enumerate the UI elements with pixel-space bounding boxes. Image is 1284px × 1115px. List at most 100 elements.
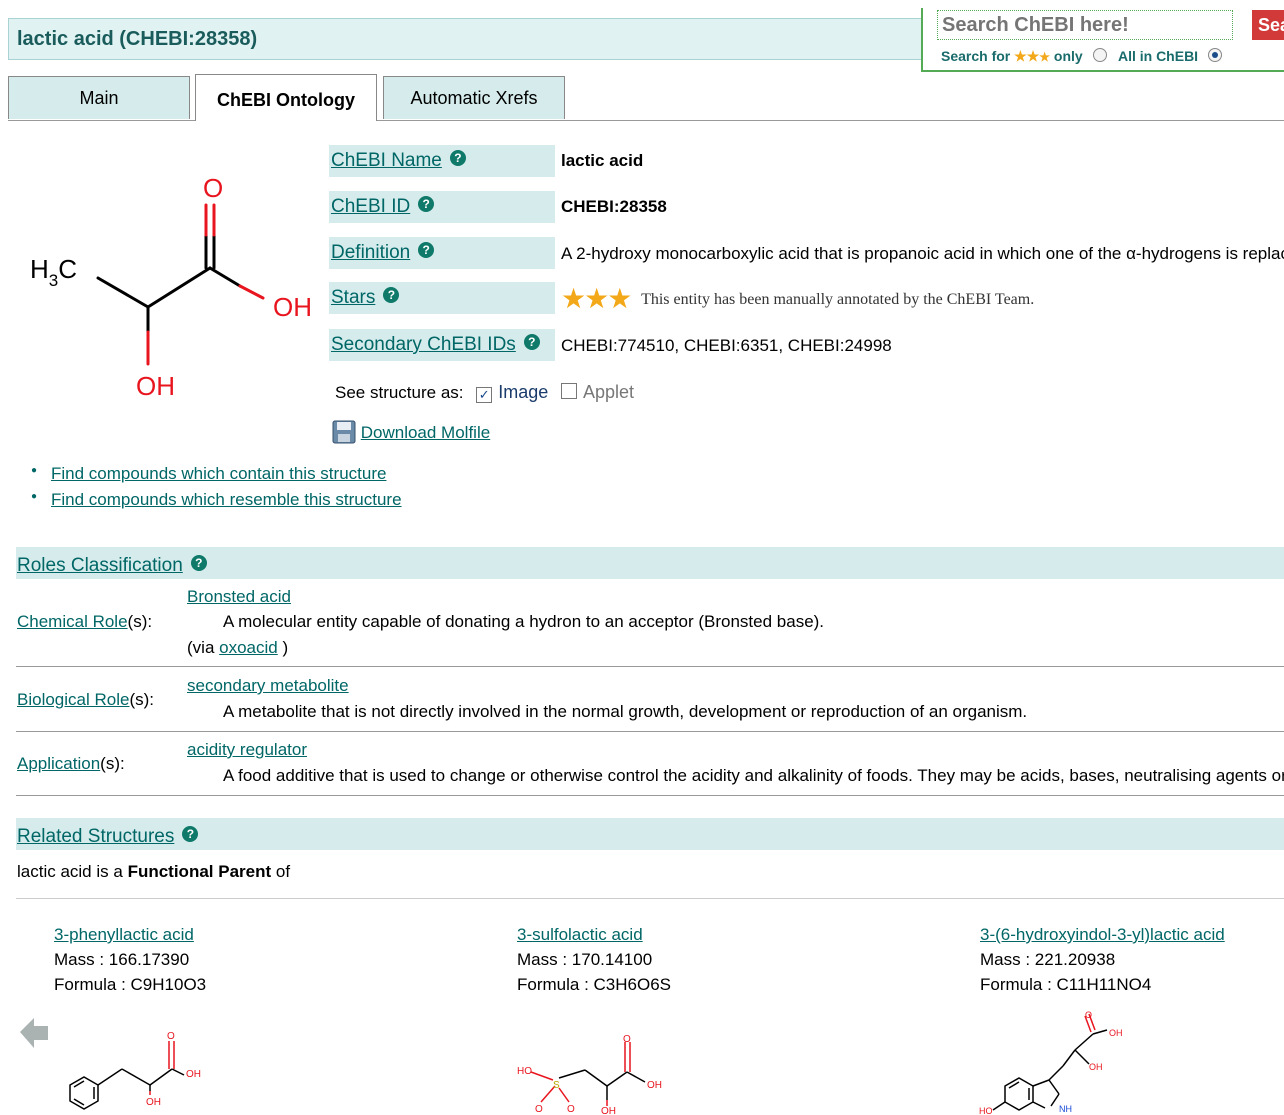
- relation-type: Functional Parent: [127, 862, 272, 881]
- help-icon[interactable]: ?: [418, 242, 435, 258]
- help-icon[interactable]: ?: [383, 287, 400, 303]
- radio-all-in-chebi[interactable]: [1207, 48, 1222, 62]
- divider: [16, 731, 1284, 732]
- stars-value: ★★★ This entity has been manually annota…: [561, 282, 1034, 315]
- svg-text:HO: HO: [517, 1066, 532, 1077]
- secondary-ids-value: CHEBI:774510, CHEBI:6351, CHEBI:24998: [561, 336, 892, 355]
- secondary-ids-link[interactable]: Secondary ChEBI IDs: [331, 334, 516, 355]
- three-star-icon: ★★★: [1014, 48, 1051, 64]
- stars-text: This entity has been manually annotated …: [641, 291, 1035, 308]
- download-molfile[interactable]: Download Molfile: [332, 420, 490, 444]
- related-structure-thumbnail[interactable]: O OH OH HO NH: [975, 1010, 1145, 1115]
- tab-bar: Main ChEBI Ontology Automatic Xrefs: [8, 74, 1284, 121]
- related-heading-link[interactable]: Related Structures: [17, 826, 175, 847]
- chebi-name-label: ChEBI Name?: [329, 145, 555, 177]
- tab-main[interactable]: Main: [8, 76, 190, 119]
- role-suffix: (s):: [100, 754, 125, 773]
- see-structure-label: See structure as:: [335, 383, 464, 402]
- applet-checkbox[interactable]: [561, 383, 578, 399]
- chebi-id-link[interactable]: ChEBI ID: [331, 196, 411, 217]
- role-suffix: (s):: [129, 690, 154, 709]
- applet-option-label: Applet: [583, 382, 635, 402]
- definition-label: Definition?: [329, 237, 555, 269]
- chemical-role-link[interactable]: Chemical Role: [17, 612, 128, 631]
- image-checkbox[interactable]: ✓: [476, 387, 493, 403]
- stars-link[interactable]: Stars: [331, 287, 376, 308]
- svg-text:OH: OH: [647, 1080, 662, 1091]
- help-icon[interactable]: ?: [523, 334, 540, 350]
- related-item-link[interactable]: 3-sulfolactic acid: [517, 925, 643, 944]
- tab-automatic-xrefs[interactable]: Automatic Xrefs: [383, 76, 565, 119]
- carousel-prev-arrow-icon[interactable]: [20, 1016, 50, 1050]
- see-structure-row: See structure as: ✓ Image Applet: [335, 382, 634, 403]
- related-item-link[interactable]: 3-phenyllactic acid: [54, 925, 194, 944]
- atom-label-oh-right: OH: [273, 292, 312, 322]
- roles-heading-link[interactable]: Roles Classification: [17, 555, 183, 576]
- find-resemble-link[interactable]: Find compounds which resemble this struc…: [31, 490, 402, 510]
- structure-image: O OH OH H3C: [30, 173, 312, 401]
- svg-text:O: O: [623, 1034, 631, 1045]
- radio-three-star-only[interactable]: [1092, 48, 1107, 62]
- related-item: 3-phenyllactic acid Mass : 166.17390 For…: [54, 922, 206, 997]
- search-filter-prefix: Search for: [941, 48, 1011, 64]
- chebi-id-label: ChEBI ID?: [329, 191, 555, 223]
- related-item-formula: Formula : C11H11NO4: [980, 975, 1152, 994]
- svg-text:OH: OH: [186, 1069, 201, 1080]
- related-item-formula: Formula : C3H6O6S: [517, 975, 672, 994]
- definition-link[interactable]: Definition: [331, 242, 411, 263]
- divider: [16, 898, 1284, 899]
- search-input[interactable]: [937, 10, 1233, 40]
- help-icon[interactable]: ?: [190, 555, 207, 571]
- help-icon[interactable]: ?: [449, 150, 466, 166]
- via-oxoacid-link[interactable]: oxoacid: [219, 638, 278, 657]
- svg-text:O: O: [567, 1104, 575, 1115]
- role-definition: A metabolite that is not directly involv…: [223, 702, 1028, 721]
- related-item-link[interactable]: 3-(6-hydroxyindol-3-yl)lactic acid: [980, 925, 1225, 944]
- help-icon[interactable]: ?: [418, 196, 435, 212]
- related-structure-thumbnail[interactable]: O OH OH: [60, 1025, 220, 1115]
- search-filter-suffix: only: [1053, 48, 1083, 64]
- related-item: 3-(6-hydroxyindol-3-yl)lactic acid Mass …: [980, 922, 1225, 997]
- divider: [16, 795, 1284, 796]
- definition-value: A 2-hydroxy monocarboxylic acid that is …: [561, 244, 1284, 263]
- chebi-name-link[interactable]: ChEBI Name: [331, 150, 442, 171]
- related-section-header: Related Structures?: [16, 818, 1284, 850]
- floppy-disk-icon: [332, 420, 356, 444]
- svg-text:HO: HO: [979, 1106, 993, 1115]
- related-item-mass: Mass : 170.14100: [517, 950, 653, 969]
- role-term-secondary-metabolite[interactable]: secondary metabolite: [187, 676, 349, 695]
- find-contain-link[interactable]: Find compounds which contain this struct…: [31, 464, 386, 484]
- related-item-formula: Formula : C9H10O3: [54, 975, 207, 994]
- tab-chebi-ontology[interactable]: ChEBI Ontology: [195, 74, 377, 121]
- biological-role-label: Biological Role(s):: [17, 690, 154, 710]
- roles-section-header: Roles Classification?: [16, 547, 1284, 579]
- star-icon: ★: [584, 283, 609, 314]
- role-term-bronsted-acid[interactable]: Bronsted acid: [187, 587, 291, 606]
- atom-label-o-top: O: [203, 173, 223, 203]
- atom-label-h3c: H3C: [30, 254, 77, 290]
- star-icon: ★: [607, 283, 632, 314]
- related-structure-thumbnail[interactable]: HO S O O O OH OH: [515, 1030, 685, 1115]
- role-definition: A molecular entity capable of donating a…: [223, 612, 825, 631]
- relation-suffix: of: [275, 862, 291, 881]
- svg-text:O: O: [1085, 1010, 1092, 1020]
- search-button[interactable]: Search: [1252, 10, 1284, 40]
- stars-label: Stars?: [329, 282, 555, 314]
- related-item: 3-sulfolactic acid Mass : 170.14100 Form…: [517, 922, 671, 997]
- svg-text:OH: OH: [146, 1097, 161, 1108]
- svg-text:S: S: [553, 1080, 560, 1091]
- application-link[interactable]: Application: [17, 754, 101, 773]
- help-icon[interactable]: ?: [182, 826, 199, 842]
- image-option-label: Image: [498, 382, 549, 402]
- biological-role-link[interactable]: Biological Role: [17, 690, 130, 709]
- svg-text:O: O: [535, 1104, 543, 1115]
- download-molfile-link[interactable]: Download Molfile: [360, 423, 491, 442]
- page-title: lactic acid (CHEBI:28358): [17, 28, 258, 50]
- chemical-role-label: Chemical Role(s):: [17, 612, 152, 632]
- search-filter-options: Search for ★★★ only All in ChEBI: [941, 48, 1230, 65]
- search-panel: Search Search for ★★★ only All in ChEBI: [921, 8, 1284, 72]
- svg-text:OH: OH: [1109, 1028, 1123, 1038]
- role-term-acidity-regulator[interactable]: acidity regulator: [187, 740, 308, 759]
- chebi-name-value: lactic acid: [561, 151, 644, 170]
- chebi-id-value: CHEBI:28358: [561, 197, 667, 216]
